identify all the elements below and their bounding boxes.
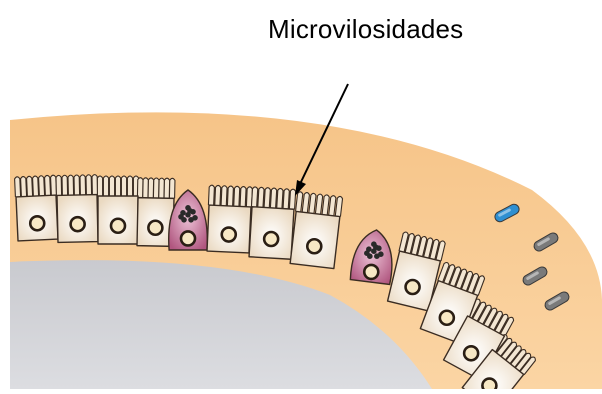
mucus-granule	[373, 244, 379, 250]
mucus-granule	[192, 215, 198, 221]
mucus-granule	[178, 214, 184, 220]
nucleus	[181, 231, 195, 245]
microvilli	[56, 175, 98, 196]
epithelial-cell	[290, 211, 340, 268]
microvilli-label: Microvilosidades	[268, 14, 463, 45]
nucleus	[406, 280, 420, 294]
epithelial-cell	[57, 195, 98, 243]
nucleus	[71, 217, 85, 231]
nucleus	[364, 265, 378, 279]
microvilli	[97, 176, 138, 196]
microvilli	[15, 175, 57, 197]
nucleus	[111, 219, 125, 233]
microvilli	[251, 187, 295, 209]
nucleus	[222, 228, 236, 242]
mucus-granule	[187, 208, 193, 214]
nucleus	[307, 239, 321, 253]
mucus-granule	[364, 250, 370, 256]
microvilli	[137, 178, 175, 199]
nucleus	[30, 216, 44, 230]
mucus-granule	[378, 251, 384, 257]
epithelial-cell	[207, 205, 251, 253]
epithelial-cell	[249, 207, 294, 260]
epithelial-cell	[98, 196, 138, 244]
nucleus	[464, 346, 478, 360]
nucleus	[148, 221, 162, 235]
epithelial-cell	[16, 195, 58, 241]
microvilli	[208, 185, 252, 207]
nucleus	[264, 232, 278, 246]
nucleus	[440, 311, 454, 325]
nucleus	[482, 379, 496, 389]
